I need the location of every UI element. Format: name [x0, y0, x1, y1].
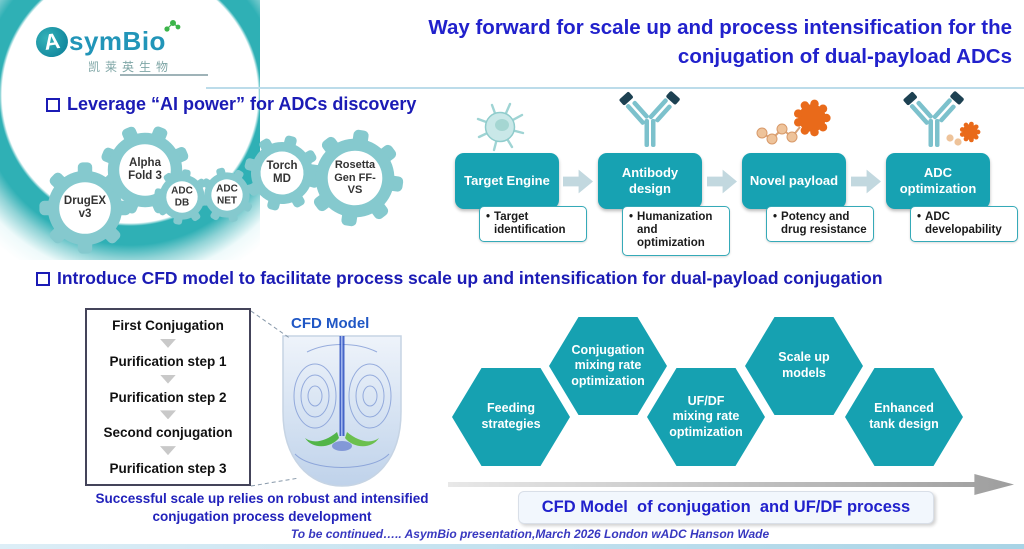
heading-ai-power: Leverage “AI power” for ADCs discovery	[46, 94, 416, 115]
square-bullet-icon	[46, 97, 60, 112]
hexagon-conjugation-mixing: Conjugation mixing rate optimization	[549, 317, 667, 415]
pipeline-arrow-icon	[563, 169, 593, 194]
antibody-icon	[619, 91, 681, 147]
bottom-edge-strip	[0, 544, 1024, 549]
gear-label-torchmd: Torch MD	[266, 159, 298, 185]
payload-molecule-icon	[756, 99, 831, 145]
flow-step: Purification step 2	[109, 389, 227, 405]
down-arrow-icon	[160, 374, 176, 384]
gear-label-alphafold: Alpha Fold 3	[128, 156, 162, 182]
gear-label-drugex: DrugEX v3	[63, 194, 107, 220]
flow-step: First Conjugation	[112, 318, 224, 333]
pipeline-bullet-target-identification: •Target identification	[479, 206, 587, 243]
cell-icon	[476, 102, 525, 152]
hexagon-ufdf-mixing: UF/DF mixing rate optimization	[647, 368, 765, 466]
heading-cfd-model: Introduce CFD model to facilitate proces…	[36, 268, 883, 289]
pipeline-box-novel-payload: Novel payload	[742, 153, 846, 209]
pipeline-bullet-humanization: •Humanization and optimization	[622, 206, 730, 256]
conjugation-flow-box: First Conjugation Purification step 1 Pu…	[85, 308, 251, 486]
cfd-process-label: CFD Model of conjugation and UF/DF proce…	[518, 491, 934, 524]
gear-label-adcnet: ADC NET	[216, 183, 238, 207]
pipeline-box-target-engine: Target Engine	[455, 153, 559, 209]
gear-label-rosetta: Rosetta Gen FF- VS	[334, 159, 376, 197]
logo-wordmark: symBio	[69, 26, 166, 56]
flow-step: Purification step 3	[109, 461, 227, 476]
logo-molecule-icon	[164, 19, 181, 32]
pipeline-box-adc-optimization: ADC optimization	[886, 153, 990, 209]
callout-dashed-lines	[250, 310, 300, 487]
cfd-model-label: CFD Model	[291, 315, 370, 332]
pipeline-bullet-developability: •ADC developability	[910, 206, 1018, 243]
footer-note: To be continued….. AsymBio presentation,…	[290, 527, 770, 541]
pipeline-arrow-icon	[707, 169, 737, 194]
down-arrow-icon	[160, 410, 176, 420]
logo-underline	[120, 74, 208, 76]
pipeline-arrow-icon	[851, 169, 881, 194]
logo-chinese-name: 凯莱英生物	[88, 60, 174, 74]
gear-label-adcdb: ADC DB	[171, 185, 193, 209]
hexagon-feeding-strategies: Feeding strategies	[452, 368, 570, 466]
down-arrow-icon	[160, 338, 176, 348]
title-underline	[206, 87, 1024, 89]
hexagon-scaleup-models: Scale up models	[745, 317, 863, 415]
cfd-vessel-graphic	[282, 335, 402, 487]
logo-mark: A	[34, 24, 70, 59]
pipeline-bullet-potency: •Potency and drug resistance	[766, 206, 874, 243]
flow-step: Second conjugation	[103, 425, 233, 441]
adc-conjugate-icon	[903, 91, 981, 147]
pipeline-box-antibody-design: Antibody design	[598, 153, 702, 209]
slide-title: Way forward for scale up and process int…	[428, 16, 1012, 68]
hexagon-enhanced-tank: Enhanced tank design	[845, 368, 963, 466]
flow-step: Purification step 1	[109, 353, 227, 369]
square-bullet-icon	[36, 271, 50, 286]
down-arrow-icon	[160, 446, 176, 456]
scaleup-caption: Successful scale up relies on robust and…	[95, 491, 429, 524]
